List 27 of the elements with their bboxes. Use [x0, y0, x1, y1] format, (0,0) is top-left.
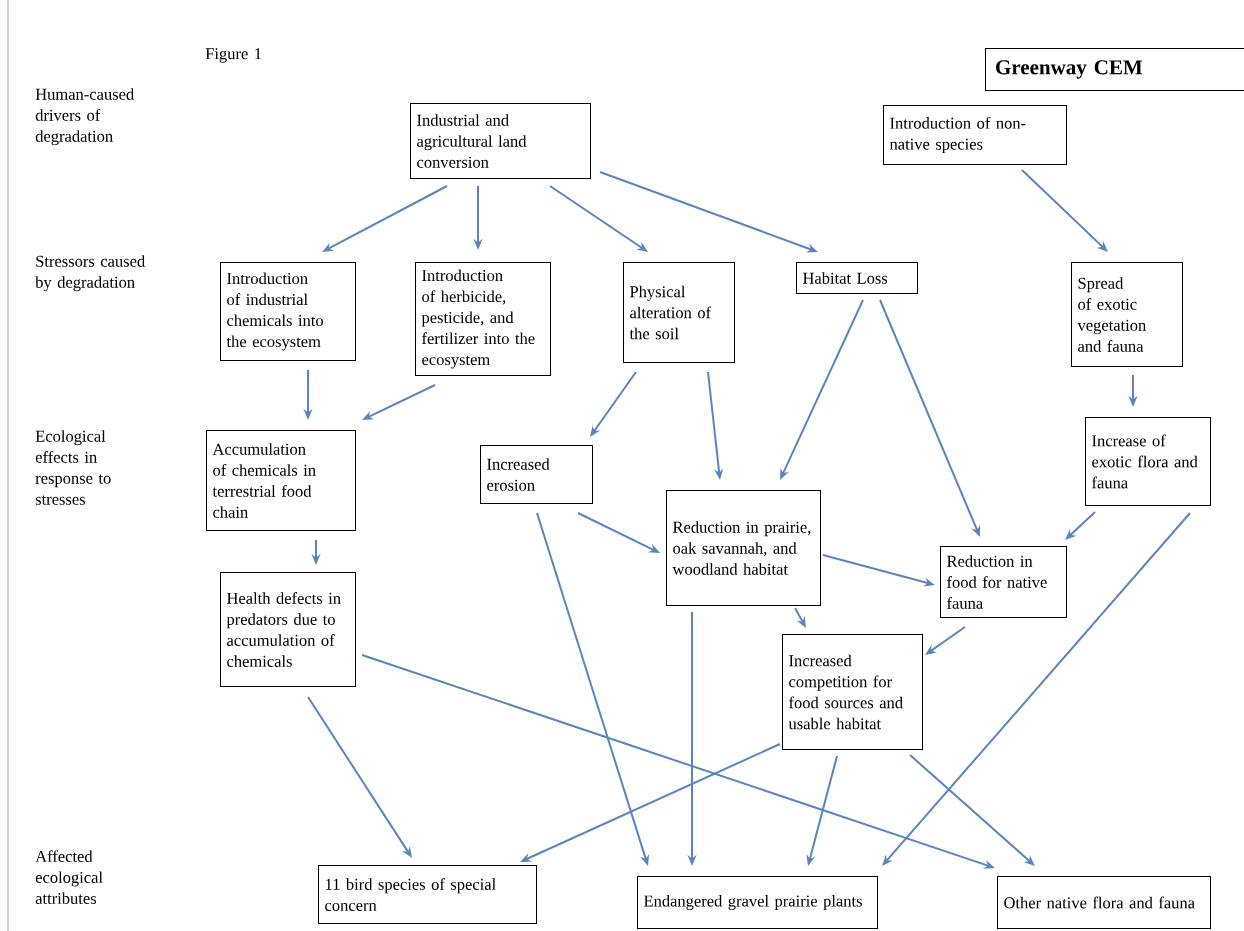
process-box: Industrial and agricultural land conversion — [410, 103, 591, 179]
arrow — [1065, 511, 1096, 540]
arrow — [1021, 169, 1108, 252]
process-box: Physical alteration of the soil — [623, 262, 735, 363]
arrow — [909, 754, 1035, 866]
process-box: Reduction in prairie, oak savannah, and woodland habitat — [666, 490, 821, 606]
process-box: Accumulation of chemicals in terrestrial food chain — [206, 430, 356, 531]
title-box: Greenway CEM — [985, 48, 1244, 91]
row-label: Affected ecological attributes — [35, 850, 103, 904]
process-box: Introduction of herbicide, pesticide, and fertilizer into the ecosystem — [415, 262, 551, 376]
arrow — [882, 512, 1191, 866]
figure-label: Figure 1 — [205, 48, 262, 63]
process-box: Increased erosion — [480, 445, 593, 504]
process-box: 11 bird species of special concern — [318, 865, 537, 924]
row-label: Ecological effects in response to stresses — [35, 430, 111, 505]
process-box: Health defects in predators due to accumulation of chemicals — [220, 572, 356, 687]
process-box: Spread of exotic vegetation and fauna — [1071, 262, 1183, 367]
process-box: Reduction in food for native fauna — [940, 546, 1067, 618]
row-label: Stressors caused by degradation — [35, 255, 145, 292]
process-box: Endangered gravel prairie plants — [637, 876, 878, 929]
process-box: Other native flora and fauna — [997, 876, 1211, 929]
process-box: Increase of exotic flora and fauna — [1085, 417, 1211, 506]
process-box: Increased competition for food sources and usable habitat — [782, 634, 923, 750]
row-label: Human-caused drivers of degradation — [35, 88, 134, 146]
process-box: Habitat Loss — [796, 262, 918, 294]
process-box: Introduction of non-native species — [883, 105, 1067, 165]
process-box: Introduction of industrial chemicals into the ecosystem — [220, 262, 356, 361]
